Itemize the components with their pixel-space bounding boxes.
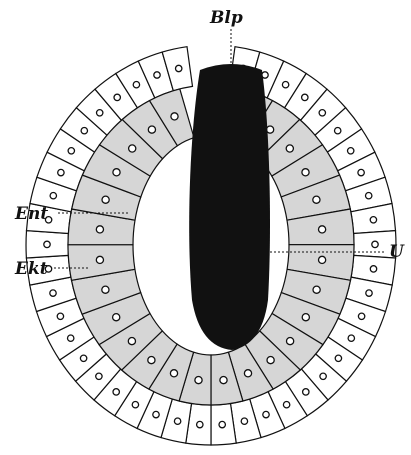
- ektoderm-nucleus: [319, 110, 325, 116]
- entoderm-nucleus: [267, 126, 274, 133]
- ektoderm-nucleus: [303, 389, 309, 395]
- entoderm-nucleus: [96, 226, 103, 233]
- ektoderm-nucleus: [302, 94, 308, 100]
- ektoderm-nucleus: [335, 355, 341, 361]
- entoderm-nucleus: [102, 196, 109, 203]
- ektoderm-nucleus: [58, 169, 64, 175]
- entoderm-nucleus: [148, 126, 155, 133]
- ektoderm-nucleus: [132, 402, 138, 408]
- entoderm-nucleus: [96, 256, 103, 263]
- ektoderm-nucleus: [154, 72, 160, 78]
- entoderm-nucleus: [220, 377, 227, 384]
- ektoderm-nucleus: [68, 148, 74, 154]
- entoderm-nucleus: [113, 169, 120, 176]
- ektoderm-nucleus: [50, 193, 56, 199]
- entoderm-nucleus: [267, 357, 274, 364]
- ektoderm-nucleus: [372, 241, 378, 247]
- entoderm-nucleus: [319, 226, 326, 233]
- ektoderm-nucleus: [133, 82, 139, 88]
- ektoderm-nucleus: [174, 418, 180, 424]
- ektoderm-nucleus: [68, 335, 74, 341]
- entoderm-nucleus: [129, 145, 136, 152]
- ektoderm-nucleus: [44, 241, 50, 247]
- ektoderm-nucleus: [241, 418, 247, 424]
- entoderm-nucleus: [302, 169, 309, 176]
- entoderm-nucleus: [102, 286, 109, 293]
- entoderm-nucleus: [319, 256, 326, 263]
- entoderm-nucleus: [313, 286, 320, 293]
- ektoderm-nucleus: [370, 217, 376, 223]
- entoderm-nucleus: [287, 338, 294, 345]
- entoderm-nucleus: [302, 314, 309, 321]
- ektoderm-nucleus: [370, 266, 376, 272]
- ektoderm-nucleus: [81, 128, 87, 134]
- ektoderm-nucleus: [263, 411, 269, 417]
- ektoderm-nucleus: [348, 335, 354, 341]
- entoderm-nucleus: [148, 357, 155, 364]
- ektoderm-nucleus: [97, 110, 103, 116]
- ektoderm-nucleus: [358, 169, 364, 175]
- ektoderm-nucleus: [114, 94, 120, 100]
- ektoderm-nucleus: [320, 373, 326, 379]
- label-ektoderm: Ekt: [14, 259, 48, 279]
- ektoderm-nucleus: [96, 373, 102, 379]
- entoderm-nucleus: [286, 145, 293, 152]
- ektoderm-nucleus: [282, 82, 288, 88]
- ektoderm-nucleus: [176, 65, 182, 71]
- ektoderm-nucleus: [283, 402, 289, 408]
- entoderm-nucleus: [113, 314, 120, 321]
- ektoderm-nucleus: [366, 193, 372, 199]
- label-urdarm: U: [389, 242, 405, 262]
- entoderm-nucleus: [195, 377, 202, 384]
- ektoderm-nucleus: [80, 355, 86, 361]
- ektoderm-nucleus: [358, 313, 364, 319]
- entoderm-nucleus: [170, 370, 177, 377]
- entoderm-nucleus: [244, 370, 251, 377]
- ektoderm-nucleus: [57, 313, 63, 319]
- ektoderm-nucleus: [348, 148, 354, 154]
- ektoderm-nucleus: [197, 421, 203, 427]
- entoderm-nucleus: [128, 338, 135, 345]
- ektoderm-nucleus: [366, 290, 372, 296]
- label-blastopore: Blp: [209, 8, 243, 28]
- entoderm-nucleus: [171, 113, 178, 120]
- ektoderm-nucleus: [113, 389, 119, 395]
- label-entoderm: Ent: [14, 204, 48, 224]
- ektoderm-nucleus: [153, 411, 159, 417]
- entoderm-nucleus: [313, 196, 320, 203]
- ektoderm-nucleus: [219, 421, 225, 427]
- archenteron-cavity: [189, 64, 270, 350]
- ektoderm-nucleus: [335, 128, 341, 134]
- ektoderm-nucleus: [50, 290, 56, 296]
